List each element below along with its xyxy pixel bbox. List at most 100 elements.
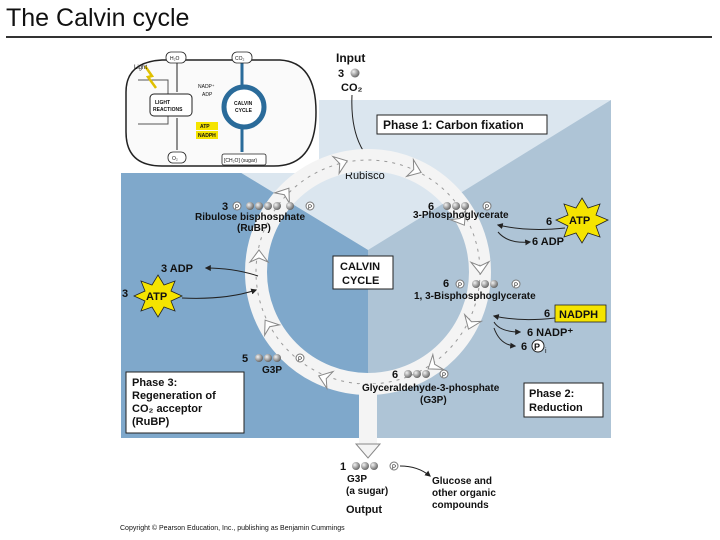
- atp-starburst-icon: [133, 274, 183, 318]
- output-sub: (a sugar): [346, 486, 388, 497]
- atp-left-label: ATP: [146, 291, 167, 303]
- g3p-cycle-abbr: (G3P): [420, 395, 447, 406]
- light-reactions-line1: LIGHT: [155, 100, 170, 106]
- rubp-name: Ribulose bisphosphate: [195, 212, 305, 223]
- phosphate-label: P: [442, 373, 446, 379]
- carbon-icon: [370, 462, 378, 470]
- o2-label: O₂: [172, 156, 178, 162]
- rubp-group: 3 P P Ribulose bisphosphate (RuBP): [195, 201, 315, 234]
- atp-right-label: ATP: [569, 215, 590, 227]
- product-line2: other organic: [432, 488, 496, 499]
- pi-count: 6: [521, 341, 527, 353]
- carbon-icon: [452, 202, 460, 210]
- phosphate-label: P: [235, 205, 239, 211]
- phosphate-label: P: [392, 465, 396, 471]
- nadph-group: 6 NADPH 6 NADP⁺ 6 P i: [492, 304, 607, 355]
- phase3-line1: Phase 3:: [132, 377, 177, 389]
- calvin-inset-line2: CYCLE: [235, 108, 253, 114]
- bpg-name: 1, 3-Bisphosphoglycerate: [414, 291, 536, 302]
- atp-left-arrow: [181, 288, 258, 299]
- phase1-box: [376, 114, 548, 135]
- phosphate-icon: [439, 369, 449, 379]
- output-group: 1 P G3P (a sugar) Output Glucose and oth…: [340, 461, 496, 516]
- carbon-icon: [461, 202, 469, 210]
- carbon-icon: [404, 370, 412, 378]
- g3p-cycle-group: 6 P Glyceraldehyde-3-phosphate (G3P): [362, 369, 500, 406]
- phosphate-label: P: [458, 283, 462, 289]
- g3p-cycle-count: 6: [392, 369, 398, 381]
- light-label: Light: [134, 65, 147, 71]
- input-group: Input 3 CO₂: [336, 51, 373, 163]
- sugar-inset-label: [CH₂O] (sugar): [224, 158, 257, 164]
- pi-arrow: [493, 327, 517, 349]
- carbon-icon: [264, 354, 272, 362]
- output-count: 1: [340, 461, 346, 473]
- phosphate-label: P: [298, 357, 302, 363]
- phase3-line4: (RuBP): [132, 416, 170, 428]
- carbon-icon: [413, 370, 421, 378]
- rubisco-label: Rubisco: [345, 170, 385, 182]
- adp-left-arrow: [204, 265, 259, 277]
- chloroplast-outline: [125, 59, 317, 167]
- atp-starburst-icon: [555, 197, 609, 244]
- co2-bubble: [231, 51, 253, 64]
- atp-inset-label: ATP: [200, 124, 210, 130]
- cycle-chevron-icon: [463, 312, 484, 330]
- nadp-inset-label: NADP⁺: [198, 84, 215, 90]
- atp-right-count: 6: [546, 216, 552, 228]
- nadp-label: 6 NADP⁺: [527, 327, 573, 339]
- light-reactions-box: [149, 93, 193, 117]
- carbon-icon: [443, 202, 451, 210]
- atp-right-arrow: [496, 223, 566, 230]
- atp-left-group: 3 ADP 3 ATP: [122, 263, 259, 318]
- output-heading: Output: [346, 504, 382, 516]
- pi-label: P: [534, 342, 540, 352]
- phase2-line1: Phase 2:: [529, 388, 574, 400]
- light-bolt-icon: [143, 65, 158, 89]
- nadph-count: 6: [544, 308, 550, 320]
- phase3-box: [125, 371, 245, 434]
- phosphate-icon: [232, 201, 242, 211]
- rubp-abbr: (RuBP): [237, 223, 271, 234]
- cycle-chevron-icon: [264, 319, 282, 338]
- carbon-icon: [255, 354, 263, 362]
- atp-left-count: 3: [122, 288, 128, 300]
- carbon-icon: [246, 202, 254, 210]
- pi-icon: [531, 339, 545, 353]
- sugar-bubble: [221, 153, 267, 166]
- nadph-label: NADPH: [559, 309, 598, 321]
- g3p-recycle-count: 5: [242, 353, 248, 365]
- cycle-chevron-icon: [448, 208, 467, 226]
- calvin-cycle-ring-icon: [221, 84, 267, 130]
- carbon-icon: [273, 354, 281, 362]
- phosphate-label: P: [485, 205, 489, 211]
- phosphate-icon: [389, 461, 399, 471]
- input-molecule: CO₂: [341, 82, 363, 94]
- phosphate-label: P: [514, 283, 518, 289]
- product-line1: Glucose and: [432, 476, 492, 487]
- atp-right-group: 6 ATP 6 ADP: [496, 197, 609, 248]
- adp-right-label: 6 ADP: [532, 236, 564, 248]
- cycle-chevron-icon: [427, 352, 446, 370]
- carbon-icon: [361, 462, 369, 470]
- cycle-chevron-icon: [248, 249, 270, 264]
- carbon-icon: [286, 202, 294, 210]
- phosphate-icon: [305, 201, 315, 211]
- nadp-arrow: [493, 321, 522, 335]
- adp-right-arrow: [497, 231, 532, 246]
- g3p-recycle-name: G3P: [262, 365, 282, 376]
- bpg-count: 6: [443, 278, 449, 290]
- cycle-chevron-icon: [469, 260, 491, 275]
- phase3-line2: Regeneration of: [132, 390, 216, 402]
- center-line2: CYCLE: [342, 275, 379, 287]
- carbon-icon: [481, 280, 489, 288]
- phase3-line3: CO₂ acceptor: [132, 403, 203, 415]
- phase2-line2: Reduction: [529, 402, 583, 414]
- calvin-cycle-ring: [245, 149, 491, 459]
- pga-name: 3-Phosphoglycerate: [413, 210, 509, 221]
- rubp-count: 3: [222, 201, 228, 213]
- cycle-chevron-icon: [331, 155, 349, 176]
- phosphate-icon: [295, 353, 305, 363]
- atp-mini-badge: [196, 122, 218, 130]
- pga-group: 6 P 3-Phosphoglycerate: [413, 201, 509, 221]
